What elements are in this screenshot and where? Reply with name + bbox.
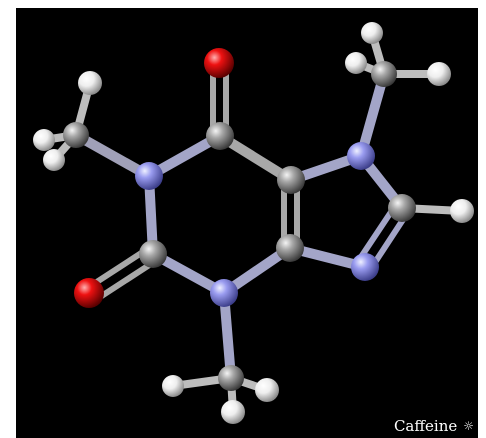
molecule-name-label: Caffeine bbox=[393, 417, 458, 435]
nitrogen-atom bbox=[351, 253, 379, 281]
hydrogen-atom bbox=[345, 52, 367, 74]
bond bbox=[356, 69, 389, 161]
viewer-caption: Caffeine ☼ bbox=[394, 417, 474, 435]
hydrogen-atom bbox=[450, 199, 474, 223]
nitrogen-atom bbox=[347, 142, 375, 170]
carbon-atom bbox=[371, 61, 397, 87]
hydrogen-atom bbox=[78, 71, 102, 95]
bond bbox=[86, 245, 152, 290]
carbon-atom bbox=[206, 122, 234, 150]
carbon-atom bbox=[388, 194, 416, 222]
bond bbox=[219, 288, 236, 383]
nitrogen-atom bbox=[135, 162, 163, 190]
gear-icon[interactable]: ☼ bbox=[463, 419, 474, 433]
carbon-atom bbox=[218, 365, 244, 391]
hydrogen-atom bbox=[221, 400, 245, 424]
hydrogen-atom bbox=[33, 129, 55, 151]
carbon-atom bbox=[139, 240, 167, 268]
oxygen-atom bbox=[204, 48, 234, 78]
atoms bbox=[33, 22, 474, 424]
carbon-atom bbox=[276, 234, 304, 262]
molecule-3d-model[interactable] bbox=[16, 8, 478, 438]
molecule-viewer[interactable]: Caffeine ☼ bbox=[16, 8, 478, 438]
nitrogen-atom bbox=[210, 279, 238, 307]
oxygen-atom bbox=[74, 278, 104, 308]
carbon-atom bbox=[63, 122, 89, 148]
hydrogen-atom bbox=[427, 62, 451, 86]
hydrogen-atom bbox=[255, 378, 279, 402]
hydrogen-atom bbox=[162, 375, 184, 397]
hydrogen-atom bbox=[43, 149, 65, 171]
hydrogen-atom bbox=[361, 22, 383, 44]
carbon-atom bbox=[277, 166, 305, 194]
bonds bbox=[40, 29, 466, 416]
